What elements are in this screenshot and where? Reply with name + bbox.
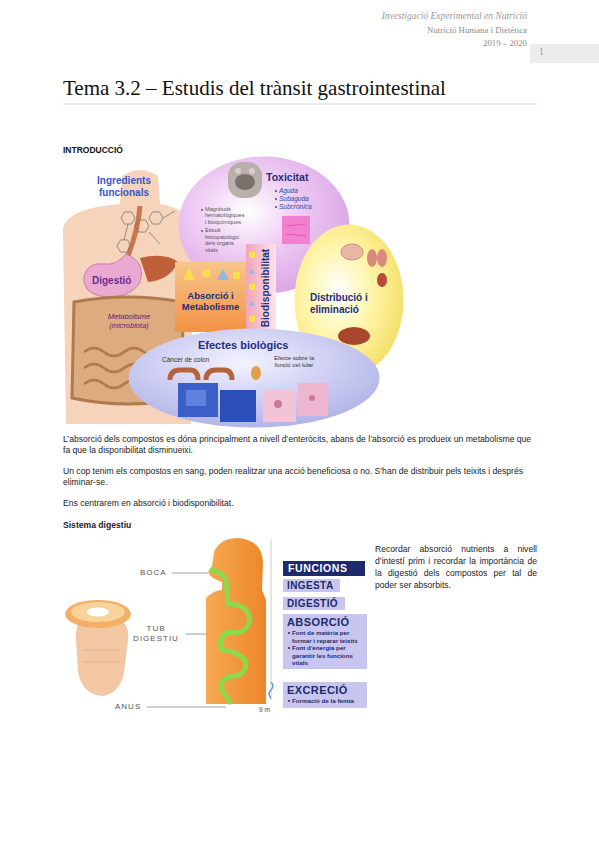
bullet-item: Magnituds hematològiques i bioquímiques	[200, 206, 246, 225]
bullet-item: Subaguda	[274, 195, 309, 202]
body-paragraph: Ens centrarem en absorció i biodisponibi…	[63, 498, 537, 509]
box-label: INGESTA	[287, 579, 336, 592]
body-paragraph: Un cop tenim els compostos en sang, pode…	[63, 466, 537, 488]
ellipse-heading: Efectes biològics	[198, 339, 288, 351]
body-paragraph: L’absorció dels compostos es dóna princi…	[63, 434, 537, 456]
text-slot: Aguda	[274, 187, 298, 194]
title-slot: Tema 3.2 – Estudis del trànsit gastroint…	[63, 76, 446, 101]
text-slot: Magnituds hematològiques i bioquímiques	[200, 206, 246, 225]
running-header-slot: Investigació Experimental en Nutrició	[382, 11, 527, 21]
dimension-label: 9 m	[259, 706, 270, 713]
side-note: Recordar absorció nutrients a nivell d’i…	[375, 543, 537, 591]
bullet-item: Font d'energia per garantir les funcions…	[287, 644, 363, 666]
page-title: Tema 3.2 – Estudis del trànsit gastroint…	[63, 76, 446, 101]
function-box: EXCRECIÓFormació de la femta	[283, 682, 367, 708]
bullet-item: Aguda	[274, 187, 298, 194]
process-box: Absorció i Metabolisme	[175, 262, 246, 332]
text-slot: Distribució i eliminació	[310, 292, 394, 316]
function-header: FUNCIONS	[283, 561, 365, 576]
text-slot: Biodisponibilitat	[259, 249, 270, 327]
running-header-slot: Nutrició Humana i Dietètica	[427, 25, 527, 35]
text-slot: Efectes biològics	[198, 339, 288, 351]
bullet-item: Font de matèria per formar i reparar tei…	[287, 629, 363, 644]
figure-label: Ingredients funcionals	[84, 175, 164, 198]
page-number: 1	[539, 47, 544, 57]
organ-label: Metabolisme (microbiota)	[96, 312, 162, 330]
organ-label-slot: Metabolisme (microbiota)	[96, 312, 162, 330]
function-box: DIGESTIÓ	[283, 597, 345, 610]
bullet-item: Estudi histopatològic dels òrgans vitals	[200, 227, 246, 253]
bullet-item: Formació de la femta	[287, 697, 363, 704]
text-slot: Toxicitat	[266, 171, 308, 183]
image-caption: Càncer de colon	[162, 356, 209, 363]
running-header: 2019 – 2020	[483, 38, 527, 48]
part-label: TUB DIGESTIU	[130, 624, 182, 644]
box-label: EXCRECIÓ	[287, 683, 363, 697]
organ-label-slot: Digestió	[92, 275, 131, 286]
image-caption: Efecte sobre la funció cel·lular	[268, 355, 320, 369]
effects-ellipse: Efectes biològicsCàncer de colon Efecte s…	[128, 328, 380, 428]
figure-label-slot: Ingredients funcionals	[84, 175, 164, 198]
header-text: FUNCIONS	[288, 562, 360, 575]
subheading: Sistema digestiu	[63, 520, 537, 531]
text-slot: Absorció i Metabolisme	[179, 290, 242, 313]
side-note-slot: Recordar absorció nutrients a nivell d’i…	[375, 543, 537, 591]
text-flow: L’absorció dels compostos es dóna princi…	[63, 434, 537, 531]
text-slot: Efecte sobre la funció cel·lular	[268, 355, 320, 369]
page-number-slot: 1	[539, 47, 544, 57]
function-box: ABSORCIÓFont de matèria per formar i rep…	[283, 614, 367, 669]
text-slot: Càncer de colon	[162, 356, 209, 363]
bullet-item: Subcrònica	[274, 203, 312, 210]
part-label-slot: ANUS	[115, 702, 141, 711]
box-label: Absorció i Metabolisme	[179, 290, 242, 313]
dimension-label-slot: 9 m	[259, 706, 270, 713]
section-heading-slot: INTRODUCCIÓ	[63, 145, 123, 155]
text-slot: Estudi histopatològic dels òrgans vitals	[200, 227, 246, 253]
band-label: Biodisponibilitat	[259, 249, 270, 327]
box-label: ABSORCIÓ	[287, 615, 363, 629]
text-slot: Subaguda	[274, 195, 309, 202]
part-label-slot: TUB DIGESTIU	[130, 624, 182, 644]
text-slot: Subcrònica	[274, 203, 312, 210]
running-header: Investigació Experimental en Nutrició	[382, 11, 527, 21]
organ-label: Digestió	[92, 275, 131, 286]
section-heading: INTRODUCCIÓ	[63, 145, 123, 155]
box-label: DIGESTIÓ	[287, 597, 341, 610]
vertical-band: Biodisponibilitat	[246, 244, 276, 332]
part-label: ANUS	[115, 702, 141, 711]
circle-heading: Toxicitat	[266, 171, 308, 183]
function-box: INGESTA	[283, 579, 340, 592]
part-label: BOCA	[140, 568, 167, 577]
running-header-slot: 2019 – 2020	[483, 38, 527, 48]
part-label-slot: BOCA	[140, 568, 167, 577]
circle-heading: Distribució i eliminació	[310, 292, 394, 316]
running-header: Nutrició Humana i Dietètica	[427, 25, 527, 35]
